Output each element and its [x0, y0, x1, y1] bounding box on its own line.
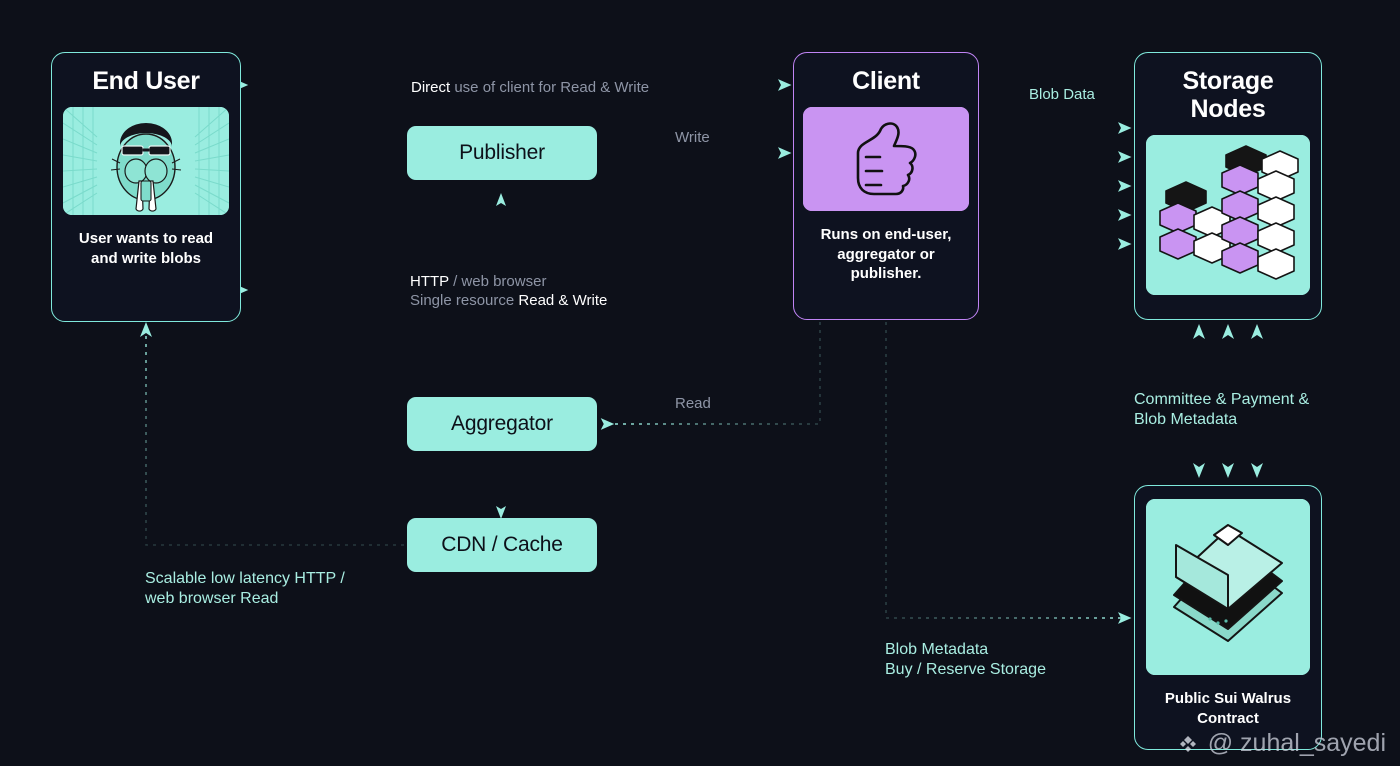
thumbs-up-icon — [803, 107, 969, 211]
card-end-user[interactable]: End User — [51, 52, 241, 322]
label-read: Read — [670, 394, 716, 414]
label-scalable-low-latency: Scalable low latency HTTP / web browser … — [145, 569, 345, 610]
label-direct-strong: Direct — [411, 79, 451, 96]
walrus-avatar-icon — [63, 107, 229, 215]
stacked-documents-icon — [1146, 499, 1310, 675]
client-caption: Runs on end-user, aggregator or publishe… — [820, 226, 952, 282]
label-committee-payment: Committee & Payment & Blob Metadata — [1134, 390, 1309, 431]
label-committee-line2: Blob Metadata — [1134, 411, 1238, 429]
stacked-server-blocks-icon — [1146, 135, 1310, 295]
label-direct-rest: use of client for Read & Write — [450, 79, 650, 96]
label-http-single-resource: HTTP / web browser Single resource Read … — [406, 272, 612, 311]
publisher-label: Publisher — [459, 141, 545, 164]
label-blob-metadata-line2: Buy / Reserve Storage — [885, 661, 1046, 679]
label-blob-metadata-buy: Blob Metadata Buy / Reserve Storage — [885, 640, 1046, 681]
end-user-caption: User wants to read and write blobs — [78, 230, 214, 267]
watermark: @ zuhal_sayedi — [1175, 729, 1386, 758]
client-title: Client — [852, 67, 920, 95]
label-write: Write — [670, 128, 715, 148]
label-direct-use: Direct use of client for Read & Write — [406, 78, 655, 98]
box-publisher[interactable]: Publisher — [407, 126, 597, 180]
box-cdn-cache[interactable]: CDN / Cache — [407, 518, 597, 572]
storage-nodes-title: Storage Nodes — [1182, 67, 1274, 123]
label-blob-metadata-line1: Blob Metadata — [885, 641, 989, 658]
watermark-handle: @ zuhal_sayedi — [1207, 729, 1386, 757]
label-committee-line1: Committee & Payment & — [1134, 391, 1310, 408]
label-read-write-strong: Read & Write — [518, 292, 608, 310]
end-user-title: End User — [92, 67, 200, 95]
label-write-text: Write — [675, 129, 710, 146]
label-single-resource: Single resource — [410, 292, 519, 310]
contract-caption: Public Sui Walrus Contract — [1164, 690, 1292, 727]
label-blob-data-text: Blob Data — [1029, 86, 1095, 103]
label-read-text: Read — [675, 395, 711, 412]
card-storage-nodes[interactable]: Storage Nodes — [1134, 52, 1322, 320]
box-aggregator[interactable]: Aggregator — [407, 397, 597, 451]
label-scalable-line1: Scalable low latency HTTP / — [145, 570, 345, 587]
aggregator-label: Aggregator — [451, 412, 553, 435]
label-blob-data: Blob Data — [1029, 85, 1095, 104]
label-http-rest: / web browser — [448, 273, 547, 290]
label-scalable-line2: web browser Read — [145, 590, 279, 608]
label-http-strong: HTTP — [410, 273, 449, 290]
card-public-sui-walrus-contract[interactable]: Public Sui Walrus Contract — [1134, 485, 1322, 750]
card-client[interactable]: Client Runs on end-user, aggregator or p… — [793, 52, 979, 320]
cdn-cache-label: CDN / Cache — [441, 533, 563, 556]
diamond-cluster-icon — [1179, 735, 1196, 752]
